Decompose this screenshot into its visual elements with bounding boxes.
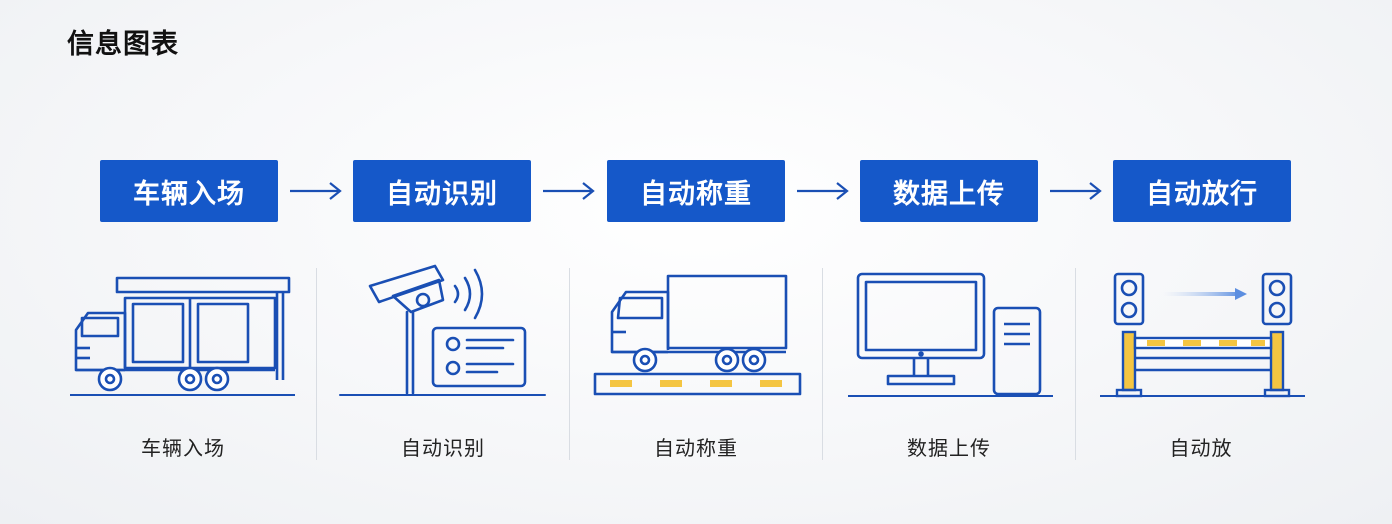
step-box-auto-weighing: 自动称重	[607, 160, 785, 222]
page-title: 信息图表	[67, 29, 179, 60]
arrow-right-icon	[797, 182, 849, 200]
column-divider	[316, 268, 317, 460]
arrow-right-icon	[1050, 182, 1102, 200]
step-box-vehicle-entry: 车辆入场	[100, 160, 278, 222]
step-caption-vehicle-entry: 车辆入场	[141, 436, 225, 460]
step-caption-auto-recognition: 自动识别	[401, 436, 485, 460]
step-caption-auto-weighing: 自动称重	[654, 436, 738, 460]
arrow-right-icon	[543, 182, 595, 200]
step-caption-auto-release: 自动放	[1169, 436, 1233, 460]
step-box-auto-recognition: 自动识别	[353, 160, 531, 222]
camera-plate-recognition-icon	[339, 264, 546, 396]
step-caption-data-upload: 数据上传	[907, 436, 991, 460]
truck-entering-gate-icon	[70, 276, 295, 396]
barrier-gate-release-icon	[1100, 272, 1305, 398]
computer-upload-icon	[848, 272, 1053, 397]
arrow-right-icon	[290, 182, 342, 200]
step-box-data-upload: 数据上传	[860, 160, 1038, 222]
column-divider	[569, 268, 570, 460]
column-divider	[822, 268, 823, 460]
truck-on-weighbridge-icon	[593, 274, 802, 396]
step-box-auto-release: 自动放行	[1113, 160, 1291, 222]
column-divider	[1075, 268, 1076, 460]
